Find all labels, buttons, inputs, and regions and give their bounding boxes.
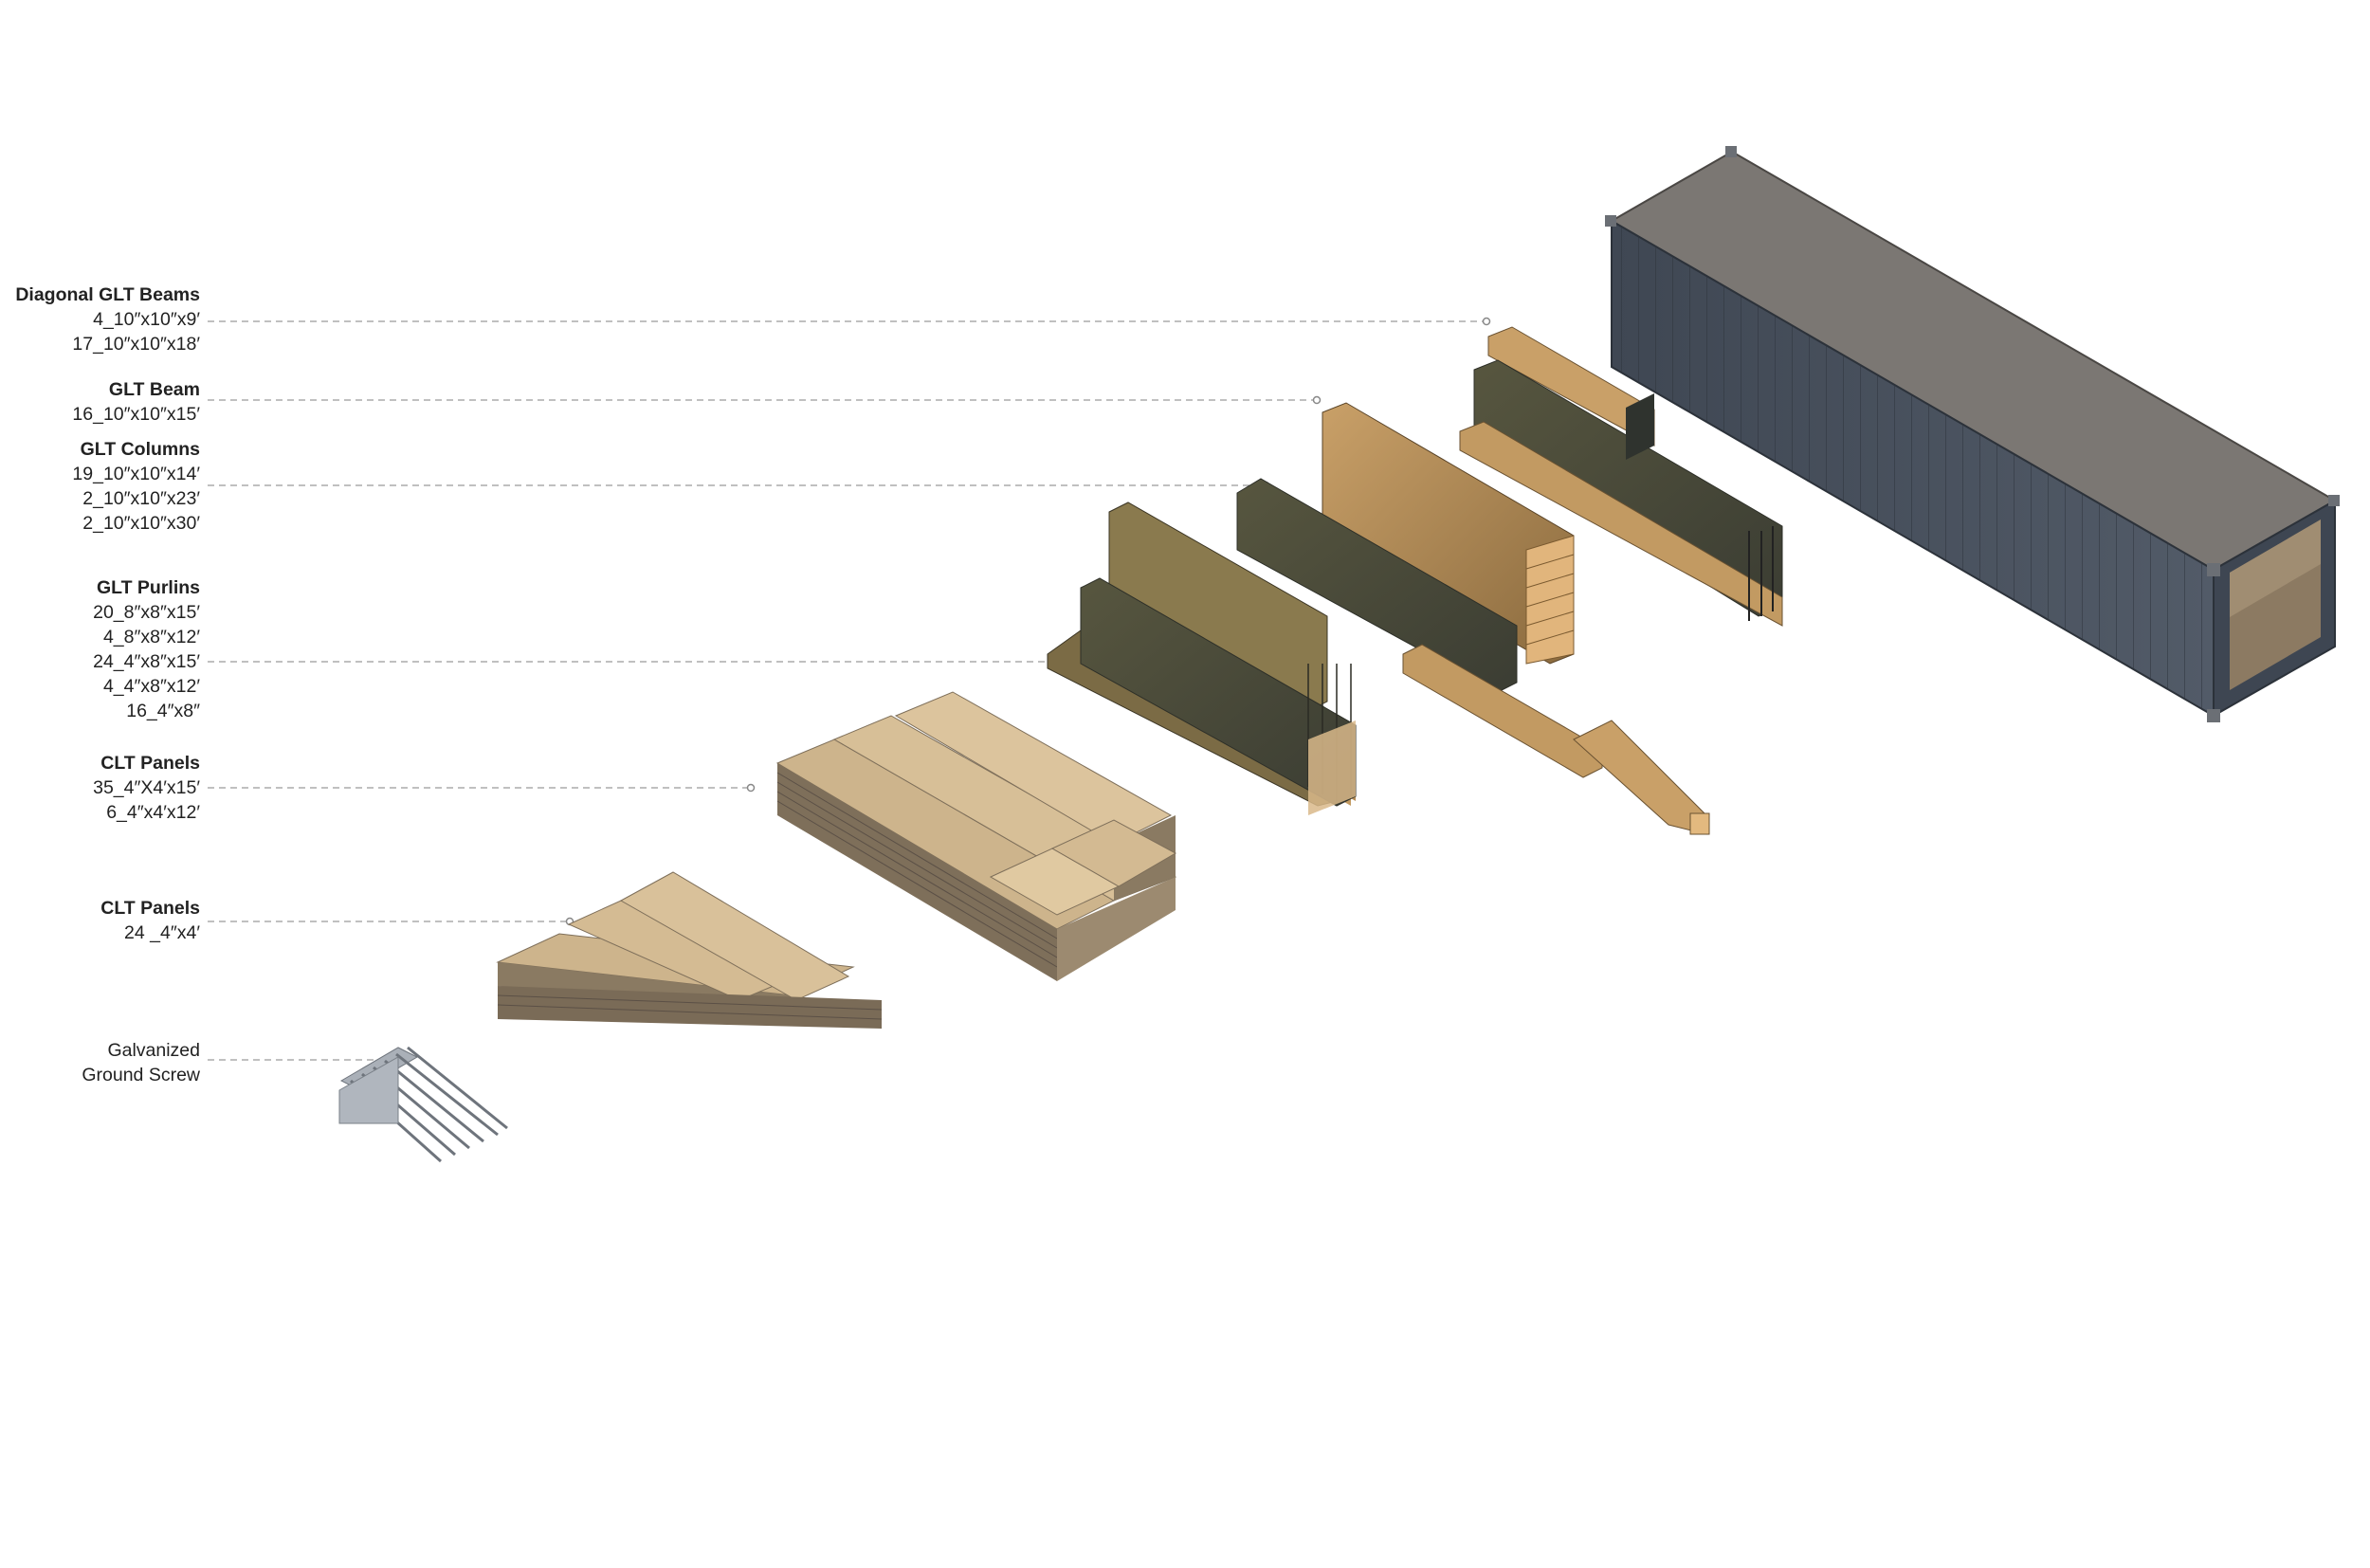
label-line: 6_4″x4′x12′ xyxy=(106,802,200,823)
label-title: GLT Columns xyxy=(80,439,200,460)
label-line: 20_8″x8″x15′ xyxy=(93,602,200,623)
label-title: CLT Panels xyxy=(100,753,200,774)
label-title: Diagonal GLT Beams xyxy=(15,284,200,305)
leader-lines xyxy=(208,320,1485,1061)
label-line: 2_10″x10″x30′ xyxy=(82,513,200,534)
label-glt-columns: GLT Columns 19_10″x10″x14′ 2_10″x10″x23′… xyxy=(4,437,200,536)
label-line: 4_4″x8″x12′ xyxy=(102,676,200,697)
label-line: Galvanized xyxy=(107,1040,200,1061)
label-title: GLT Beam xyxy=(108,379,200,400)
label-line: 4_8″x8″x12′ xyxy=(102,627,200,647)
label-line: 4_10″x10″x9′ xyxy=(93,309,200,330)
glt-purlin-stack-icon xyxy=(1047,501,1357,815)
label-title: GLT Purlins xyxy=(96,577,200,598)
label-ground-screw: Galvanized Ground Screw xyxy=(4,1038,200,1087)
label-line: 24 _4″x4′ xyxy=(124,922,200,943)
label-title: CLT Panels xyxy=(100,898,200,919)
label-line: 19_10″x10″x14′ xyxy=(72,464,200,484)
label-diagonal-glt-beams: Diagonal GLT Beams 4_10″x10″x9′ 17_10″x1… xyxy=(4,283,200,356)
label-line: 16_4″x8″ xyxy=(126,701,200,721)
shipping-container-icon xyxy=(1605,146,2340,722)
label-clt-panels-1: CLT Panels 35_4″X4′x15′ 6_4″x4′x12′ xyxy=(4,751,200,825)
label-glt-beam: GLT Beam 16_10″x10″x15′ xyxy=(4,377,200,427)
diagonal-glt-beam-stack-icon xyxy=(1459,326,1783,627)
label-line: 16_10″x10″x15′ xyxy=(72,404,200,425)
label-line: 2_10″x10″x23′ xyxy=(82,488,200,509)
label-clt-panels-2: CLT Panels 24 _4″x4′ xyxy=(4,896,200,945)
label-line: 24_4″x8″x15′ xyxy=(93,651,200,672)
glt-beam-stack-icon xyxy=(1236,402,1710,835)
ground-screw-icon xyxy=(338,1046,508,1163)
clt-panel-small-stack-icon xyxy=(496,871,883,1029)
label-line: 17_10″x10″x18′ xyxy=(72,334,200,355)
label-line: Ground Screw xyxy=(82,1065,200,1085)
label-glt-purlins: GLT Purlins 20_8″x8″x15′ 4_8″x8″x12′ 24_… xyxy=(4,575,200,723)
label-line: 35_4″X4′x15′ xyxy=(93,777,200,798)
clt-panel-stack-icon xyxy=(775,691,1177,981)
